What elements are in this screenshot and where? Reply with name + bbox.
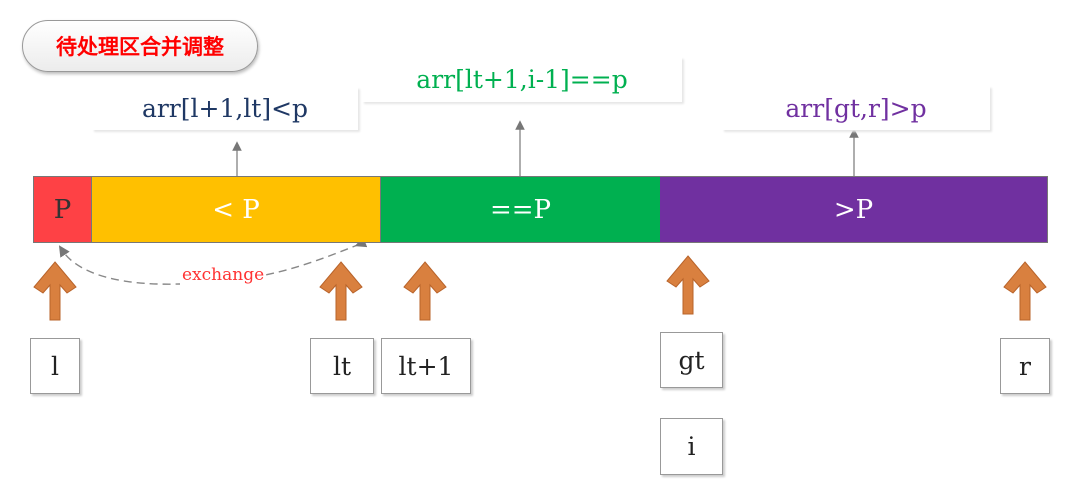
pointer-i: i — [660, 418, 723, 475]
pointer-gt: gt — [660, 332, 723, 388]
pointer-l: l — [30, 338, 80, 394]
segment-equal: ==P — [381, 176, 660, 243]
segment-greater: >P — [660, 176, 1048, 243]
segment-pivot: P — [33, 176, 92, 243]
pointer-lt: lt — [310, 338, 374, 394]
condition-equal: arr[lt+1,i-1]==p — [362, 57, 682, 102]
up-arrow-l — [33, 261, 77, 321]
up-arrow-gt — [666, 255, 710, 315]
title-badge: 待处理区合并调整 — [22, 20, 258, 72]
up-arrow-r — [1003, 261, 1047, 321]
up-arrow-lt1 — [403, 261, 447, 321]
exchange-label: exchange — [180, 265, 267, 285]
segment-less: < P — [92, 176, 381, 243]
pointer-lt-plus-1: lt+1 — [381, 338, 471, 394]
condition-less: arr[l+1,lt]<p — [92, 87, 358, 130]
condition-greater: arr[gt,r]>p — [722, 86, 990, 130]
up-arrow-lt — [319, 261, 363, 321]
pointer-r: r — [1000, 338, 1050, 394]
